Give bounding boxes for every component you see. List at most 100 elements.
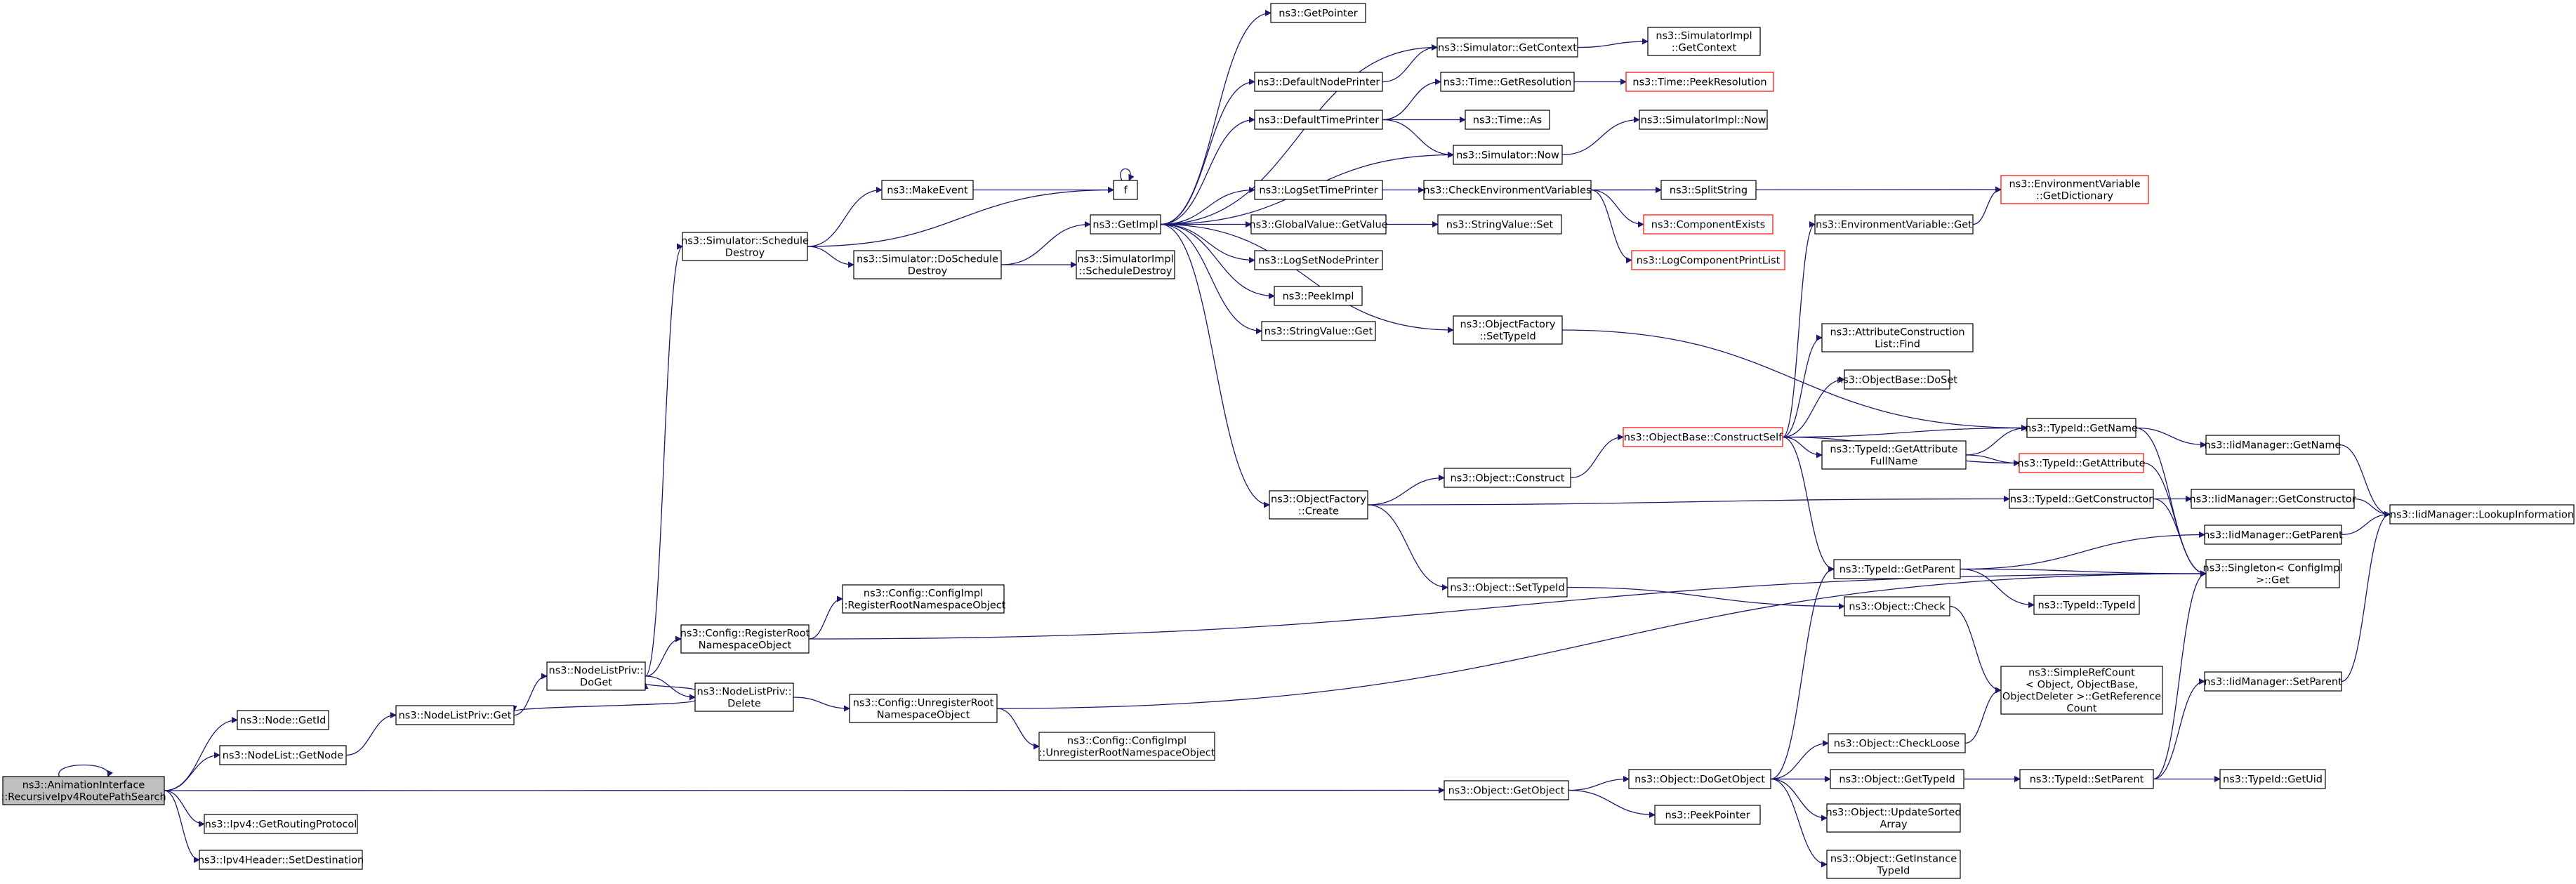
graph-node-typeid-getconstructor[interactable]: ns3::TypeId::GetConstructor [2009, 489, 2154, 509]
graph-node-object-settypeid[interactable]: ns3::Object::SetTypeId [1447, 577, 1568, 598]
graph-node-makeevent[interactable]: ns3::MakeEvent [881, 180, 974, 200]
node-label: ::GetDictionary [2036, 190, 2113, 202]
graph-node-typeid-getparent[interactable]: ns3::TypeId::GetParent [1833, 559, 1961, 579]
graph-node-objectfactory-settypeid[interactable]: ns3::ObjectFactory::SetTypeId [1453, 315, 1563, 345]
graph-node-envvar-get[interactable]: ns3::EnvironmentVariable::Get [1814, 214, 1974, 235]
graph-node-nlp-get[interactable]: ns3::NodeListPriv::Get [395, 705, 515, 725]
graph-node-iidmanager-getparent[interactable]: ns3::IidManager::GetParent [2203, 525, 2343, 545]
graph-node-object-getobject[interactable]: ns3::Object::GetObject [1444, 780, 1569, 800]
node-label: Count [2066, 703, 2096, 714]
graph-node-time-as[interactable]: ns3::Time::As [1465, 110, 1550, 130]
graph-node-typeid-getname[interactable]: ns3::TypeId::GetName [2025, 418, 2138, 438]
call-edge [1960, 532, 2205, 570]
graph-node-envvar-getdictionary[interactable]: ns3::EnvironmentVariable::GetDictionary [2000, 175, 2149, 204]
node-label: ns3::Node::GetId [240, 715, 326, 726]
graph-node-nlp-doget[interactable]: ns3::NodeListPriv::DoGet [546, 661, 646, 691]
graph-node-simplerefcount-getref[interactable]: ns3::SimpleRefCount< Object, ObjectBase,… [2000, 666, 2163, 715]
graph-node-time-getresolution[interactable]: ns3::Time::GetResolution [1440, 72, 1575, 92]
graph-node-stringvalue-set[interactable]: ns3::StringValue::Set [1437, 214, 1562, 235]
graph-node-peekimpl[interactable]: ns3::PeekImpl [1274, 286, 1363, 306]
node-box [1444, 468, 1571, 488]
node-label: ns3::TypeId::GetUid [2223, 774, 2323, 785]
node-box [204, 814, 358, 834]
node-label: ::Create [1298, 506, 1339, 517]
graph-node-object-check[interactable]: ns3::Object::Check [1844, 596, 1950, 616]
graph-node-simimpl-getcontext[interactable]: ns3::SimulatorImpl::GetContext [1647, 27, 1761, 56]
graph-node-sim-now[interactable]: ns3::Simulator::Now [1453, 145, 1563, 165]
graph-node-objectfactory-create[interactable]: ns3::ObjectFactory::Create [1269, 490, 1368, 520]
graph-node-simimpl-schedule-destroy[interactable]: ns3::SimulatorImpl::ScheduleDestroy [1076, 250, 1175, 279]
graph-node-peekpointer[interactable]: ns3::PeekPointer [1654, 805, 1761, 825]
call-edge [1577, 38, 1649, 48]
graph-node-configimpl-register[interactable]: ns3::Config::ConfigImpl::RegisterRootNam… [841, 584, 1006, 614]
graph-node-config-unregister[interactable]: ns3::Config::UnregisterRootNamespaceObje… [849, 694, 998, 723]
graph-node-ipv4-getrouting[interactable]: ns3::Ipv4::GetRoutingProtocol [204, 814, 358, 834]
graph-node-nodelist-getnode[interactable]: ns3::NodeList::GetNode [219, 745, 347, 765]
graph-node-component-exists[interactable]: ns3::ComponentExists [1643, 214, 1774, 235]
node-box [881, 180, 974, 200]
node-label: ns3::EnvironmentVariable::Get [1816, 219, 1972, 230]
graph-node-splitstring[interactable]: ns3::SplitString [1660, 180, 1757, 200]
node-label: ns3::SimulatorImpl [1077, 253, 1173, 265]
node-box [395, 705, 515, 725]
graph-node-check-env-vars[interactable]: ns3::CheckEnvironmentVariables [1423, 180, 1592, 200]
graph-node-iidmanager-lookupinfo[interactable]: ns3::IidManager::LookupInformation [2389, 504, 2575, 525]
node-label: ns3::IidManager::GetParent [2203, 529, 2343, 541]
graph-node-objectbase-doset[interactable]: ns3::ObjectBase::DoSet [1837, 369, 1957, 390]
graph-node-configimpl-unregister[interactable]: ns3::Config::ConfigImpl::UnregisterRootN… [1038, 732, 1215, 761]
graph-node-nlp-delete[interactable]: ns3::NodeListPriv::Delete [694, 682, 794, 712]
graph-node-typeid-setparent[interactable]: ns3::TypeId::SetParent [2019, 769, 2154, 789]
node-box [1647, 27, 1761, 56]
graph-node-object-checkloose[interactable]: ns3::Object::CheckLoose [1828, 733, 1966, 753]
graph-node-sim-getcontext[interactable]: ns3::Simulator::GetContext [1436, 37, 1578, 58]
node-box [1844, 596, 1950, 616]
node-box [1643, 214, 1774, 235]
graph-node-default-time-printer[interactable]: ns3::DefaultTimePrinter [1254, 110, 1383, 130]
node-label: ns3::Ipv4::GetRoutingProtocol [205, 819, 357, 830]
graph-node-log-set-node-printer[interactable]: ns3::LogSetNodePrinter [1254, 250, 1383, 270]
graph-node-getpointer[interactable]: ns3::GetPointer [1270, 3, 1366, 23]
graph-node-object-construct[interactable]: ns3::Object::Construct [1444, 468, 1571, 488]
graph-node-object-dogetobject[interactable]: ns3::Object::DoGetObject [1628, 769, 1771, 789]
node-label: ns3::ComponentExists [1651, 219, 1766, 230]
node-box [1269, 490, 1368, 520]
call-edge [1160, 223, 1262, 334]
graph-node-typeid-typeid[interactable]: ns3::TypeId::TypeId [2033, 595, 2140, 615]
node-box [2205, 435, 2340, 455]
graph-node-f[interactable]: f [1113, 180, 1138, 200]
node-label: ns3::ObjectBase::ConstructSelf [1624, 432, 1783, 443]
graph-node-stringvalue-get[interactable]: ns3::StringValue::Get [1261, 321, 1376, 341]
graph-node-log-component-printlist[interactable]: ns3::LogComponentPrintList [1631, 250, 1785, 270]
graph-node-object-gettypeid[interactable]: ns3::Object::GetTypeId [1830, 769, 1964, 789]
graph-node-iidmanager-getconstructor[interactable]: ns3::IidManager::GetConstructor [2189, 489, 2356, 509]
graph-node-ipv4header-setdest[interactable]: ns3::Ipv4Header::SetDestination [198, 850, 364, 870]
graph-node-time-peekresolution[interactable]: ns3::Time::PeekResolution [1625, 72, 1774, 92]
node-label: ns3::StringValue::Set [1446, 219, 1554, 230]
graph-node-sim-schedule-destroy[interactable]: ns3::Simulator::ScheduleDestroy [681, 232, 809, 261]
call-edge [2153, 678, 2205, 780]
graph-node-default-node-printer[interactable]: ns3::DefaultNodePrinter [1254, 72, 1383, 92]
node-label: ns3::TypeId::TypeId [2037, 600, 2135, 611]
graph-node-log-set-time-printer[interactable]: ns3::LogSetTimePrinter [1254, 180, 1383, 200]
graph-node-singleton-get[interactable]: ns3::Singleton< ConfigImpl >::Get [2203, 559, 2343, 588]
graph-node-getimpl[interactable]: ns3::GetImpl [1090, 214, 1161, 235]
graph-node-config-register[interactable]: ns3::Config::RegisterRootNamespaceObject [680, 624, 810, 654]
graph-node-node-getid[interactable]: ns3::Node::GetId [237, 710, 329, 730]
graph-node-simimpl-now[interactable]: ns3::SimulatorImpl::Now [1639, 110, 1768, 130]
node-box [1250, 214, 1387, 235]
graph-node-objectbase-constructself[interactable]: ns3::ObjectBase::ConstructSelf [1623, 427, 1783, 447]
call-edge [1160, 79, 1255, 225]
node-box [1254, 72, 1383, 92]
graph-node-iidmanager-getname[interactable]: ns3::IidManager::GetName [2205, 435, 2341, 455]
graph-node-typeid-getuid[interactable]: ns3::TypeId::GetUid [2219, 769, 2326, 789]
graph-node-globalvalue-getvalue[interactable]: ns3::GlobalValue::GetValue [1249, 214, 1388, 235]
graph-node-iidmanager-setparent[interactable]: ns3::IidManager::SetParent [2204, 671, 2342, 692]
graph-node-typeid-getattribute[interactable]: ns3::TypeId::GetAttribute [2017, 453, 2146, 473]
node-label: ns3::TypeId::GetAttribute [2017, 458, 2145, 469]
call-edge [164, 790, 205, 827]
